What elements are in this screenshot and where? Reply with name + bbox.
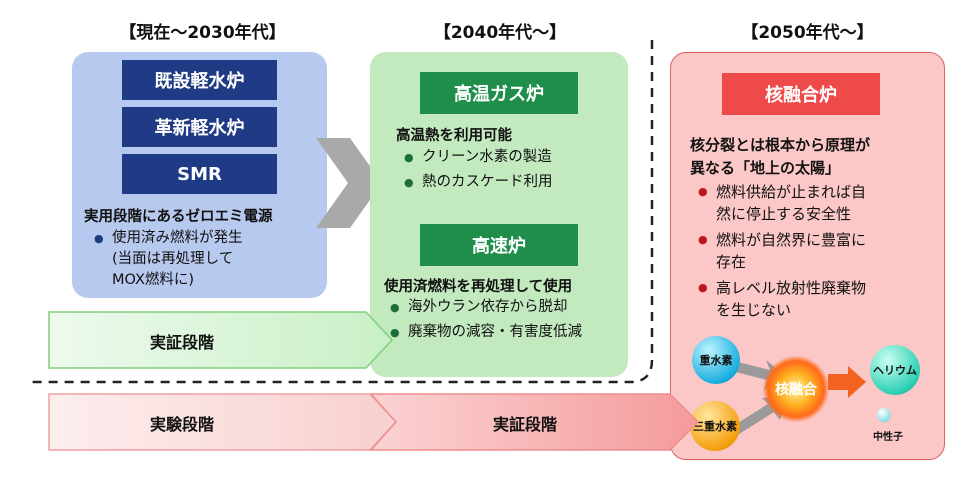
fbr-heading: 使用済燃料を再処理して使用: [384, 279, 573, 295]
fusion-bullet-line: 燃料が自然界に豊富に: [716, 231, 867, 249]
stage-arrow-experiment: [48, 393, 398, 451]
box-smr: SMR: [122, 154, 277, 194]
htgr-bullet: 熱のカスケード利用: [404, 172, 624, 193]
fusion-bullet: 燃料供給が止まれば自 然に停止する安全性: [698, 181, 938, 225]
htgr-bullet-list: クリーン水素の製造 熱のカスケード利用: [404, 147, 624, 193]
fusion-bullet-line: を生じない: [716, 301, 792, 319]
deuterium-circle: 重水素: [692, 336, 740, 384]
fbr-bullet: 廃棄物の減容・有害度低減: [390, 322, 625, 343]
stage-label-experiment: 実験段階: [150, 415, 215, 434]
box-existing-lwr: 既設軽水炉: [122, 60, 277, 100]
stage-label-demo1: 実証段階: [150, 333, 215, 352]
fusion-bullet-line: 高レベル放射性廃棄物: [716, 279, 867, 297]
col1-bullet-list: 使用済み燃料が発生 (当面は再処理して MOX燃料に): [94, 228, 319, 291]
helium-circle: ヘリウム: [870, 345, 920, 395]
box-fbr: 高速炉: [420, 224, 578, 266]
htgr-heading: 高温熱を利用可能: [396, 128, 512, 144]
col1-bullet-cont-1: (当面は再処理して: [112, 251, 234, 267]
fusion-bullet-line: 然に停止する安全性: [716, 205, 852, 223]
chevron-arrow-icon: [316, 138, 382, 228]
fusion-bullet-line: 存在: [716, 253, 747, 271]
period-heading-2050: 【2050年代～】: [741, 23, 874, 43]
fusion-bullet: 高レベル放射性廃棄物 を生じない: [698, 277, 938, 321]
fusion-bullet-list: 燃料供給が止まれば自 然に停止する安全性 燃料が自然界に豊富に 存在 高レベル放…: [698, 181, 938, 321]
fbr-bullet-list: 海外ウラン依存から脱却 廃棄物の減容・有害度低減: [390, 297, 625, 343]
fusion-heading-1: 核分裂とは根本から原理が: [690, 136, 871, 154]
fbr-bullet: 海外ウラン依存から脱却: [390, 297, 625, 318]
neutron-circle: [877, 408, 891, 422]
period-heading-2040: 【2040年代～】: [433, 23, 567, 43]
col1-bullet: 使用済み燃料が発生: [94, 228, 319, 249]
col1-bullet-cont-2: MOX燃料に): [112, 272, 195, 288]
stage-arrow-demo1: [48, 311, 394, 369]
box-innovative-lwr: 革新軽水炉: [122, 107, 277, 147]
fusion-bullet: 燃料が自然界に豊富に 存在: [698, 229, 938, 273]
neutron-label: 中性子: [873, 432, 903, 443]
stage-label-demo2: 実証段階: [493, 415, 558, 434]
fusion-bullet-line: 燃料供給が止まれば自: [716, 183, 867, 201]
period-heading-now: 【現在～2030年代】: [119, 23, 286, 43]
box-htgr: 高温ガス炉: [420, 72, 578, 114]
tritium-circle: 三重水素: [690, 401, 740, 451]
col1-heading: 実用段階にあるゼロエミ電源: [84, 209, 273, 225]
fusion-circle: 核融合: [763, 356, 829, 422]
box-fusion-reactor: 核融合炉: [722, 73, 880, 115]
stage-arrow-demo2: [370, 393, 700, 451]
htgr-bullet: クリーン水素の製造: [404, 147, 624, 168]
fusion-heading-2: 異なる「地上の太陽」: [690, 159, 841, 177]
